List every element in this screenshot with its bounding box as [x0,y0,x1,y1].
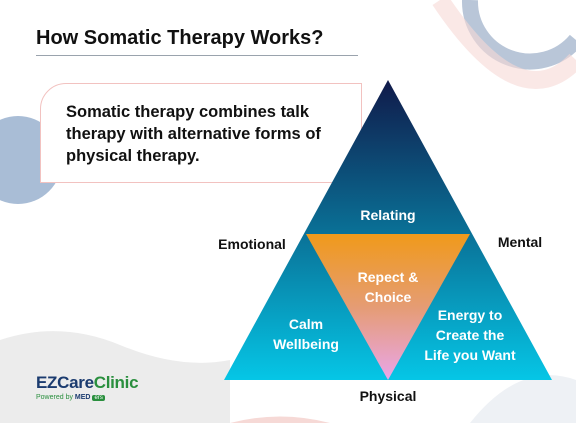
decor-pink-bottom [230,416,330,423]
section-respect-choice: Repect & Choice [328,267,448,307]
section-respect-line1: Repect & [357,269,419,285]
section-energy-line1: Energy to [437,307,503,323]
page-title: How Somatic Therapy Works? [36,27,324,49]
section-calm-line1: Calm [288,316,324,332]
callout-text: Somatic therapy combines talk therapy wi… [66,103,321,165]
section-energy-line2: Create the [435,327,505,343]
decor-arc-top-right [462,0,576,70]
outer-triangle [224,80,552,380]
decor-blob-bottom-left [0,331,230,423]
section-calm-wellbeing: Calm Wellbeing [256,314,356,354]
title-underline [36,55,358,56]
label-emotional: Emotional [218,236,286,252]
inner-triangle [306,234,470,380]
decor-arc-top-right-inner [432,0,576,89]
section-energy: Energy to Create the Life you Want [410,305,530,365]
section-energy-line3: Life you Want [424,347,516,363]
section-relating: Relating [360,207,416,223]
label-physical: Physical [359,388,417,404]
section-respect-line2: Choice [364,289,412,305]
callout-box [40,83,362,183]
decor-blob-bottom-right [470,375,576,423]
label-mental: Mental [497,234,543,250]
section-calm-line2: Wellbeing [273,336,339,352]
logo-wordmark: EZCareClinic [36,373,139,392]
